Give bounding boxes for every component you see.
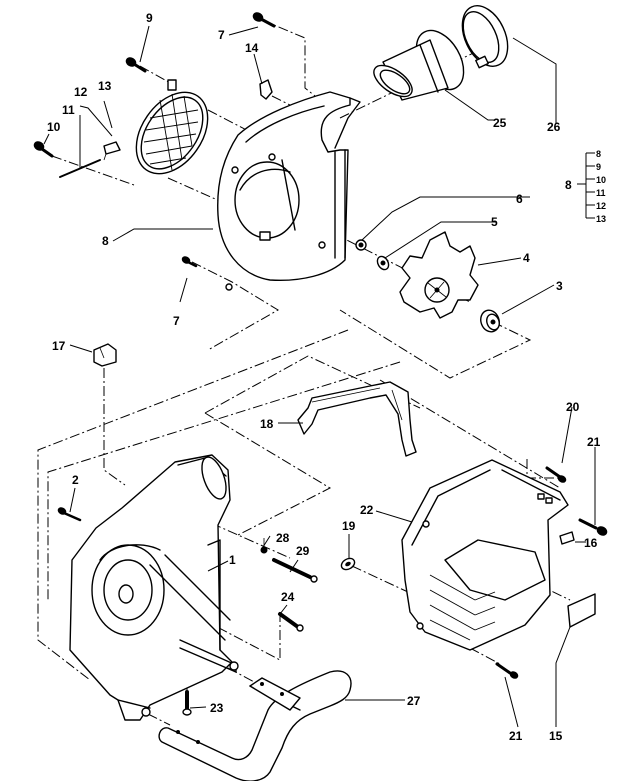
part-26-pin[interactable] [278, 612, 304, 632]
callout-7-lower: 7 [173, 314, 180, 328]
part-17-clip[interactable] [93, 343, 117, 367]
assembly-key-child: 10 [596, 175, 606, 185]
part-1-blower-housing[interactable] [69, 454, 239, 721]
leader-lines [43, 25, 596, 728]
callout-7-top: 7 [218, 28, 225, 42]
part-13-grille[interactable] [122, 79, 223, 187]
callout-26: 24 [281, 590, 295, 604]
part-3-nut[interactable] [478, 308, 502, 335]
assembly-key-child: 8 [596, 149, 601, 159]
part-24-clamp[interactable] [453, 0, 516, 73]
callout-28: 28 [276, 531, 290, 545]
assembly-key: 8 8 9 10 11 12 13 [565, 149, 606, 224]
callout-22: 22 [360, 503, 374, 517]
part-27-handle[interactable] [158, 670, 352, 781]
callout-12: 12 [74, 85, 88, 99]
part-9-screw[interactable] [125, 56, 147, 73]
callout-11: 11 [62, 103, 75, 117]
assembly-key-parent: 8 [565, 178, 572, 192]
part-5-washer[interactable] [375, 254, 391, 271]
callout-13: 13 [98, 79, 112, 93]
part-23-tube-adapter[interactable] [369, 22, 474, 102]
callout-20: 20 [566, 400, 580, 414]
part-6-washer[interactable] [355, 239, 367, 251]
part-11-pin[interactable] [59, 159, 101, 178]
part-21-screw-lower[interactable] [495, 662, 519, 680]
assembly-key-child: 13 [596, 214, 606, 224]
part-10-screw[interactable] [33, 140, 54, 158]
callout-21-lower: 21 [509, 729, 523, 743]
callout-2: 2 [72, 473, 79, 487]
part-7-screw-top[interactable] [252, 11, 276, 28]
callout-6: 6 [516, 192, 523, 206]
callout-24: 26 [547, 120, 561, 134]
callout-27: 27 [407, 694, 421, 708]
part-22-cover[interactable] [401, 459, 569, 651]
part-8-fan-housing[interactable] [217, 91, 361, 291]
part-2-screw[interactable] [57, 506, 82, 522]
callout-29: 29 [296, 544, 310, 558]
callout-10: 10 [47, 120, 61, 134]
part-12-clip[interactable] [103, 141, 121, 161]
callout-9: 9 [146, 11, 153, 25]
callout-15: 15 [549, 729, 563, 743]
part-19-washer[interactable] [339, 556, 356, 572]
part-28-nut[interactable] [260, 538, 268, 554]
assembly-key-child: 12 [596, 201, 606, 211]
callout-21-upper: 21 [587, 435, 601, 449]
callout-labels: 7 9 14 12 13 11 10 8 6 5 4 3 25 26 7 17 … [47, 11, 601, 743]
callout-25: 23 [210, 701, 224, 715]
callout-5: 5 [491, 215, 498, 229]
part-7-screw-lower[interactable] [181, 255, 198, 268]
part-16-tag[interactable] [559, 531, 575, 545]
callout-8: 8 [102, 234, 109, 248]
callout-17: 17 [52, 339, 66, 353]
part-18-bracket[interactable] [297, 381, 417, 457]
callout-14: 14 [245, 41, 259, 55]
callout-19: 19 [342, 519, 356, 533]
callout-18: 18 [260, 417, 274, 431]
part-14-bracket[interactable] [259, 79, 273, 100]
callout-16: 16 [584, 536, 598, 550]
part-15-filter[interactable] [567, 593, 596, 628]
callout-3: 3 [556, 279, 563, 293]
part-25-bolt[interactable] [182, 690, 192, 716]
assembly-key-child: 11 [596, 188, 606, 198]
assembly-key-child: 9 [596, 162, 601, 172]
part-4-impeller[interactable] [399, 231, 479, 319]
part-21-screw-upper[interactable] [578, 518, 608, 537]
callout-4: 4 [523, 251, 530, 265]
callout-1: 1 [229, 553, 236, 567]
part-20-screw[interactable] [545, 466, 567, 484]
callout-23: 25 [493, 116, 507, 130]
